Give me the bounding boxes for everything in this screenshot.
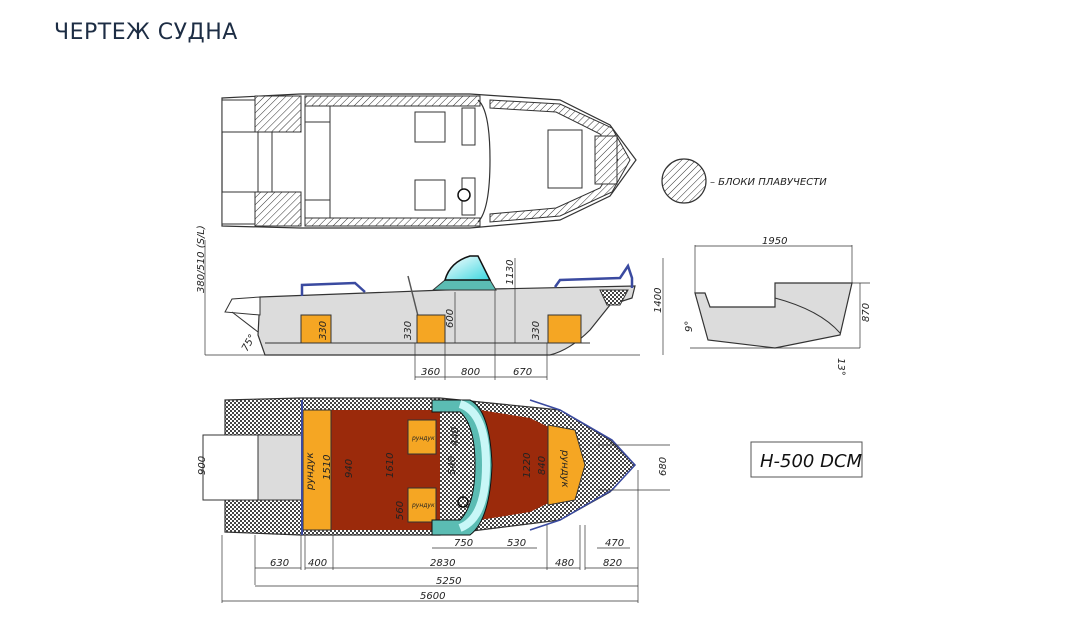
top-view [221, 93, 637, 229]
label-box-aft: рундук [305, 452, 316, 491]
dim-transom-angle: 75° [240, 333, 258, 354]
dim-bow-width: 1220 [522, 453, 533, 478]
side-view: 380/510 (S/L) 330 330 600 1130 330 1400 … [196, 225, 664, 380]
dim-total-height: 1400 [653, 288, 664, 313]
dim-section-width: 1950 [762, 236, 787, 247]
dim-bow-box: 840 [537, 456, 548, 475]
dim-cockpit-width: 1610 [385, 453, 396, 478]
steering-wheel-icon [457, 188, 471, 202]
dim-bow-tip: 680 [658, 457, 669, 476]
dim-seat-height: 600 [445, 309, 456, 328]
dim-transom-height: 380/510 (S/L) [196, 225, 207, 293]
dim-box2-height: 330 [403, 321, 414, 340]
model-name: H-500 DCM [760, 451, 863, 472]
label-box-seat1: рундук [411, 435, 435, 442]
model-label-box: H-500 DCM [750, 441, 863, 478]
dim-aft-box-inner: 940 [344, 459, 355, 478]
section-view: 1950 870 9° 13° [684, 236, 872, 376]
dim-console-len: 750 [454, 538, 473, 549]
dim-400: 400 [308, 558, 327, 569]
dim-box1-height: 330 [318, 321, 329, 340]
dim-820: 820 [603, 558, 622, 569]
dim-deadrise-right: 13° [835, 358, 846, 376]
dim-seg-360: 360 [421, 367, 440, 378]
label-box-seat2: рундук [411, 502, 435, 509]
dim-section-height: 870 [861, 303, 872, 322]
dim-seat-width: 440 [450, 427, 461, 446]
dim-box3-height: 330 [531, 321, 542, 340]
dim-seg-800: 800 [461, 367, 480, 378]
page-title: ЧЕРТЕЖ СУДНА [54, 20, 238, 45]
dim-console-to-bow: 530 [507, 538, 526, 549]
dim-480: 480 [555, 558, 574, 569]
dim-aft-box-length: 1510 [322, 455, 333, 480]
dim-630: 630 [270, 558, 289, 569]
dim-windshield-height: 1130 [505, 260, 516, 285]
legend-label: – БЛОКИ ПЛАВУЧЕСТИ [710, 177, 827, 188]
dim-5250: 5250 [436, 576, 461, 587]
dim-5600: 5600 [420, 591, 445, 602]
flotation-block-icon [661, 158, 707, 204]
dim-bow-seg: 470 [605, 538, 624, 549]
dim-2830: 2830 [430, 558, 455, 569]
dim-seg-670: 670 [513, 367, 532, 378]
dim-transom-width: 900 [197, 456, 208, 475]
label-box-bow: рундук [559, 449, 570, 488]
plan-view: рундук рундук рундук рундук 900 1510 940… [197, 397, 670, 603]
steering-wheel-icon [457, 496, 469, 508]
legend: – БЛОКИ ПЛАВУЧЕСТИ [661, 158, 827, 204]
dim-seat-gap: 560 [395, 501, 406, 520]
dim-console-gap: 540 [447, 456, 458, 475]
dim-deadrise-left: 9° [684, 321, 695, 332]
